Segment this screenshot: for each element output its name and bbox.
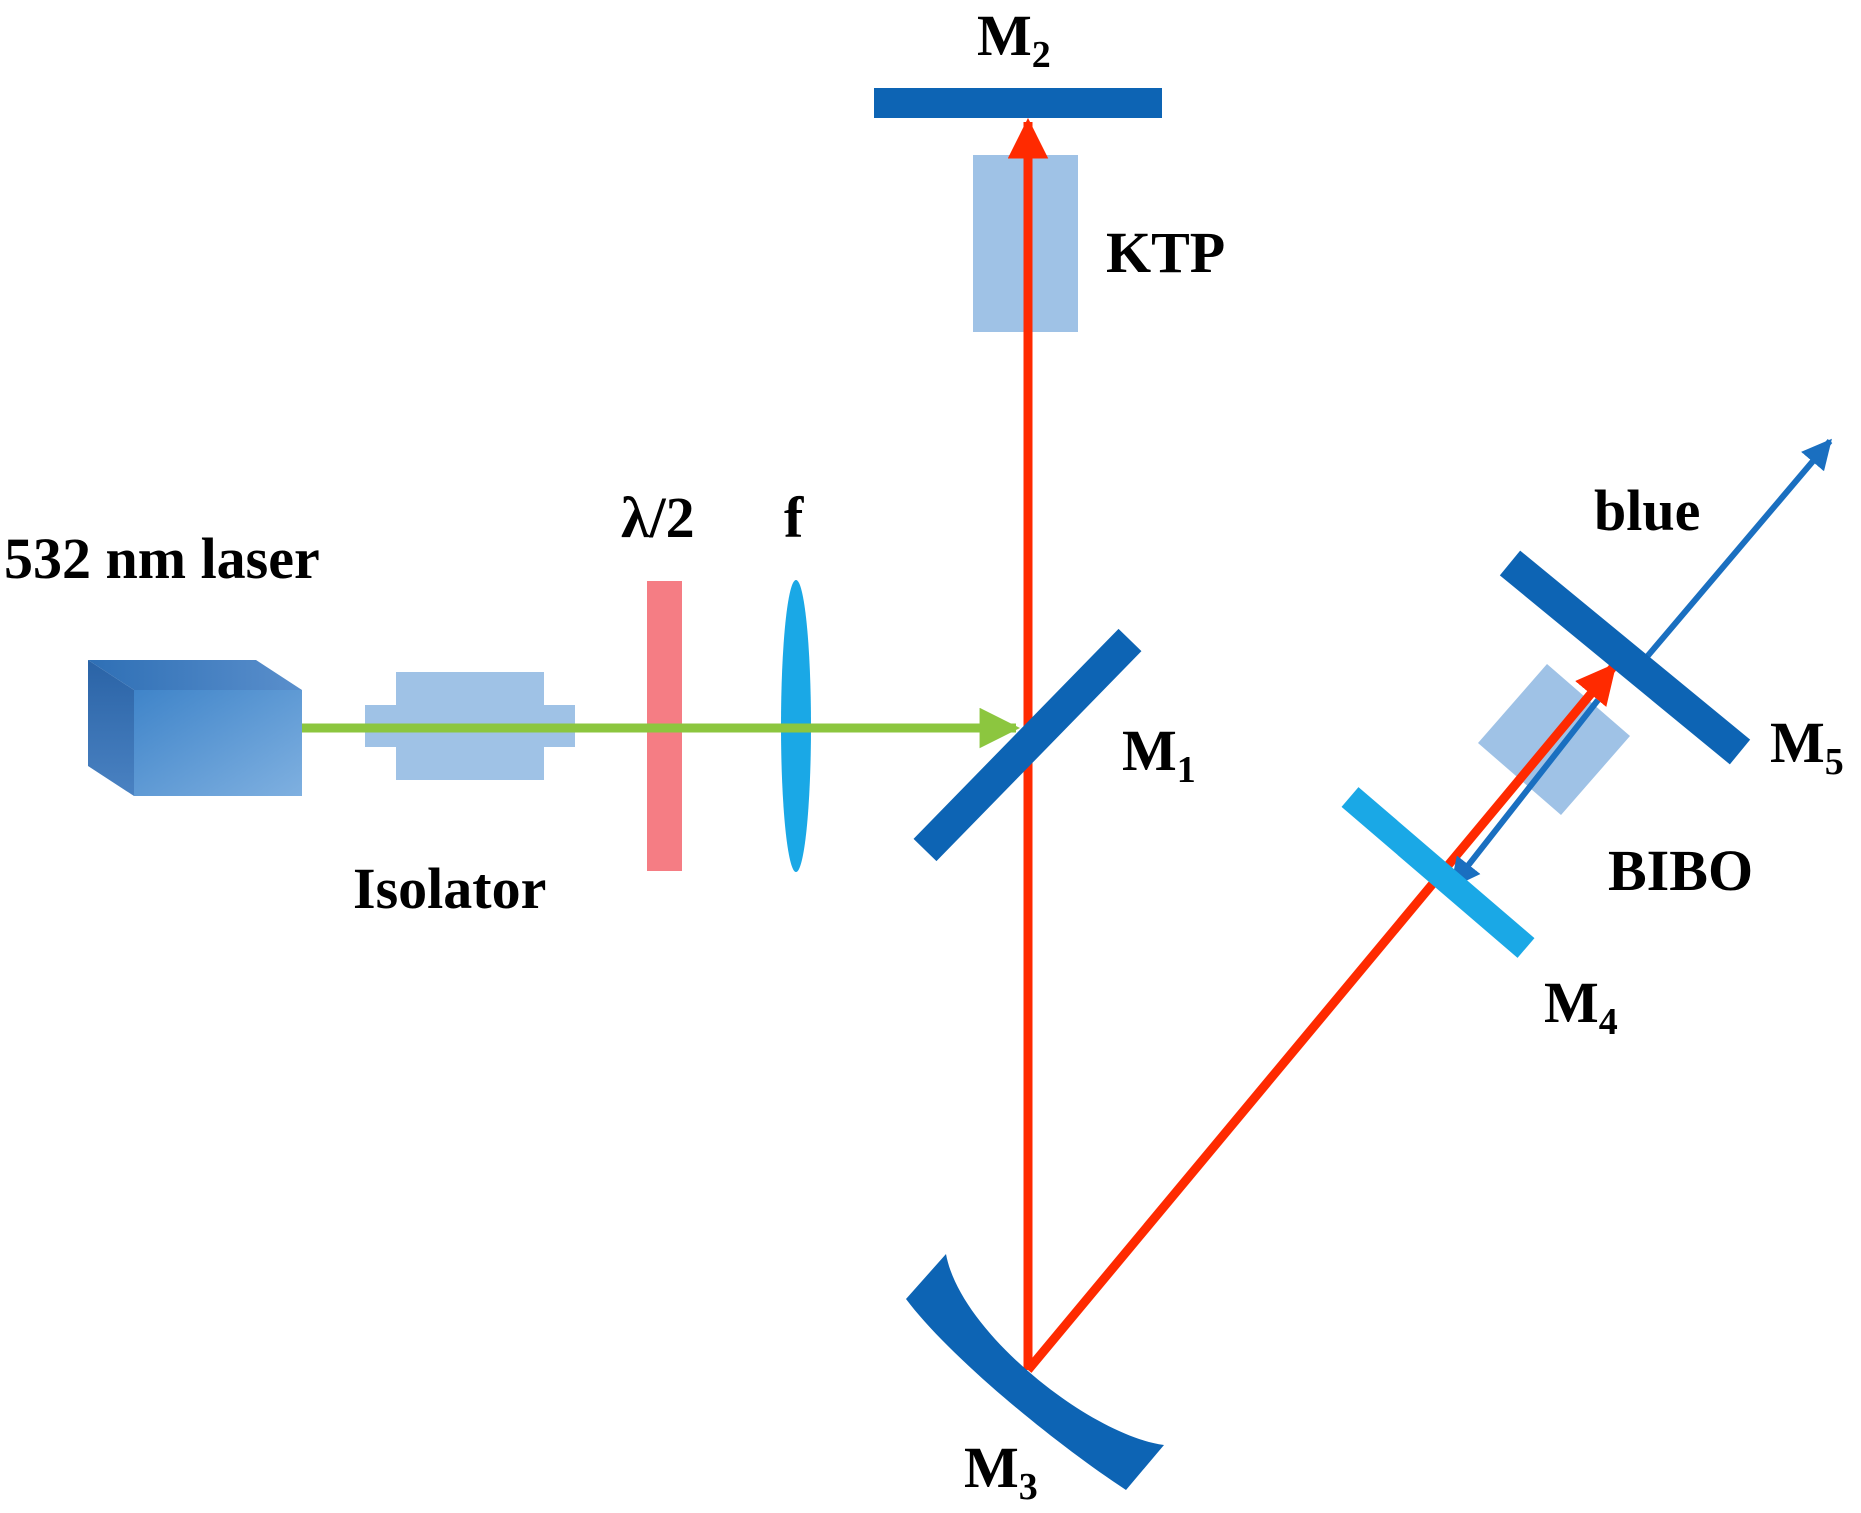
blue-label: blue [1594,478,1700,543]
laser-box-side [88,660,134,796]
laser-box-front [134,690,302,796]
laser-box-icon [88,660,302,796]
mirror-m1 [913,628,1142,862]
m1-label: M1 [1122,718,1196,791]
blue-beam-return [1449,698,1601,889]
m5-label: M5 [1770,710,1844,783]
bibo-label: BIBO [1608,838,1753,903]
mirror-m5 [1499,550,1751,765]
mirror-m4 [1341,787,1535,958]
lens-label: f [784,485,804,550]
red-beam-m3-to-m5 [1024,662,1618,1373]
laser-label: 532 nm laser [4,526,320,591]
mirror-m2 [874,88,1162,118]
laser-box-top [88,660,302,690]
m2-label: M2 [977,3,1051,76]
m3-label: M3 [964,1435,1038,1508]
m4-label: M4 [1544,970,1618,1043]
mirror-m3 [906,1254,1164,1490]
blue-beam-output [1637,438,1833,667]
ktp-label: KTP [1106,220,1225,285]
half-wave-plate-label: λ/2 [621,485,695,550]
isolator-label: Isolator [353,856,546,921]
